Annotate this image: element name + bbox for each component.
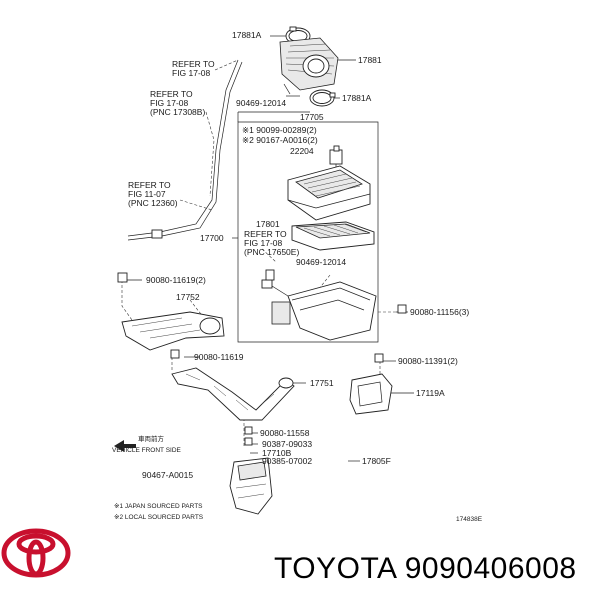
- refer-1-line-1: REFER TO: [172, 59, 215, 69]
- label-90099-00289: ※1 90099-00289(2): [242, 125, 317, 135]
- label-17881a-top: 17881A: [232, 30, 262, 40]
- refer-2-line-3: (PNC 17308B): [150, 107, 205, 117]
- vehicle-front-en: VEHICLE FRONT SIDE: [112, 447, 182, 454]
- label-90080-11619: 90080-11619: [194, 352, 244, 362]
- label-17751: 17751: [310, 378, 334, 388]
- label-17805f: 17805F: [362, 456, 391, 466]
- intake-duct-icon: [171, 367, 295, 421]
- note-japan-sourced: ※1 JAPAN SOURCED PARTS: [114, 503, 203, 510]
- label-17881a-bottom: 17881A: [342, 93, 372, 103]
- bracket-icon: [121, 311, 225, 351]
- resonator-icon: [229, 457, 273, 515]
- vehicle-front-jp: 車両前方: [138, 434, 165, 443]
- label-90469-12014-bottom: 90469-12014: [296, 257, 346, 267]
- leader-lines: [121, 35, 414, 476]
- refer-3-line-3: (PNC 12360): [128, 198, 178, 208]
- label-90167-a0016: ※2 90167-A0016(2): [242, 135, 318, 145]
- figure-number: 174838E: [456, 516, 483, 523]
- label-17710b: 17710B: [262, 448, 292, 458]
- label-17801: 17801: [256, 219, 280, 229]
- hose-clamp-bottom-icon: [309, 89, 336, 107]
- refer-4-line-2: FIG 17-08: [244, 238, 283, 248]
- label-22204: 22204: [290, 146, 314, 156]
- refer-2-line-1: REFER TO: [150, 89, 193, 99]
- note-local-sourced: ※2 LOCAL SOURCED PARTS: [114, 514, 204, 521]
- refer-2-line-2: FIG 17-08: [150, 98, 189, 108]
- air-cleaner-cap-icon: [287, 165, 371, 221]
- label-17700: 17700: [200, 233, 224, 243]
- refer-3-line-2: FIG 11-07: [128, 189, 166, 199]
- toyota-logo-icon: [1, 528, 71, 578]
- label-90467-a0015: 90467-A0015: [142, 470, 193, 480]
- refer-1-line-2: FIG 17-08: [172, 68, 211, 78]
- refer-4-line-3: (PNC 17650E): [244, 247, 299, 257]
- label-17752: 17752: [176, 292, 200, 302]
- vehicle-front-arrow-icon: [114, 440, 136, 452]
- intake-hose-icon: [279, 37, 339, 95]
- label-90469-12014-top: 90469-12014: [236, 98, 286, 108]
- refer-4-line-1: REFER TO: [244, 229, 287, 239]
- label-17119a: 17119A: [416, 388, 445, 398]
- refer-3-line-1: REFER TO: [128, 180, 171, 190]
- label-90080-11156: 90080-11156(3): [410, 307, 469, 317]
- label-17705: 17705: [300, 112, 324, 122]
- label-90080-11558: 90080-11558: [260, 428, 310, 438]
- air-cleaner-case-icon: [261, 269, 377, 341]
- mount-bracket-icon: [349, 373, 393, 415]
- label-17881: 17881: [358, 55, 382, 65]
- part-labels: 17881A 17881 17881A 90469-12014 REFER TO…: [112, 30, 483, 523]
- breather-hose-icon: [127, 59, 243, 241]
- label-90385-07002: 90385-07002: [262, 456, 312, 466]
- label-90080-11619-2: 90080-11619(2): [146, 275, 206, 285]
- brand-caption: TOYOTA 9090406008: [274, 552, 577, 585]
- label-90080-11391: 90080-11391(2): [398, 356, 458, 366]
- label-90387-09033: 90387-09033: [262, 439, 312, 449]
- air-filter-element-icon: [291, 221, 375, 251]
